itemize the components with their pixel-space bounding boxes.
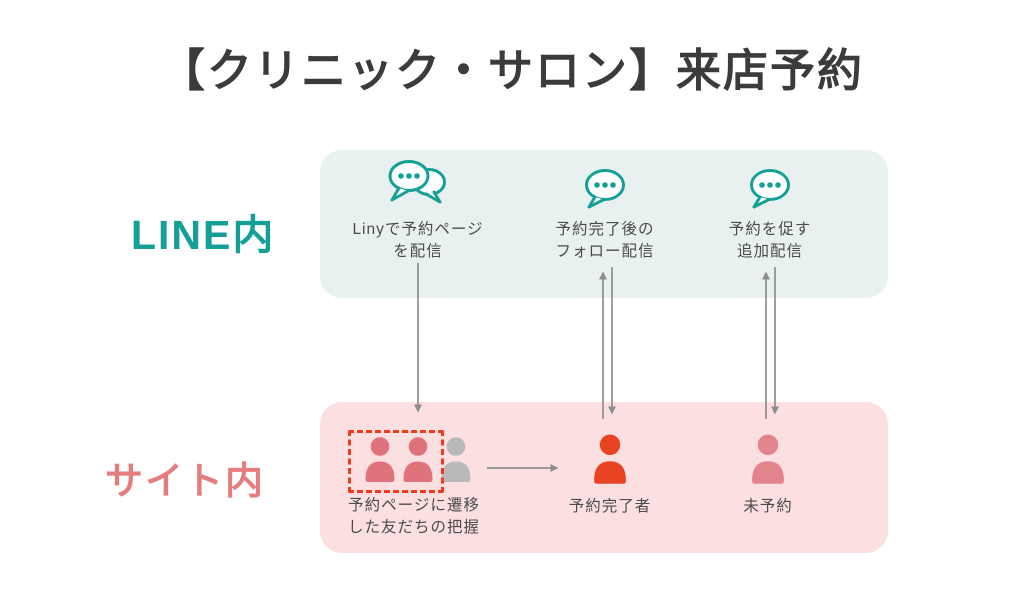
site-lane-label: サイト内 [105, 461, 266, 503]
person-pink-icon [403, 437, 433, 482]
friends-group-icon [348, 425, 480, 495]
step-label-completed: 予約完了者 [568, 498, 652, 515]
highlight-dashed-box [348, 430, 444, 493]
person-icon [594, 434, 626, 484]
chat-bubbles-icon [388, 160, 446, 204]
person-gray-icon [441, 437, 471, 482]
page-title: 【クリニック・サロン】来店予約 [159, 45, 865, 96]
person-pink-icon [365, 437, 395, 482]
step-label-remind-send: 予約を促す 追加配信 [728, 221, 812, 261]
step-label-friends-tracking: 予約ページに遷移 した友だちの把握 [347, 497, 480, 537]
step-label-liny-send: Linyで予約ページ を配信 [352, 221, 484, 261]
chat-bubble-icon [750, 169, 790, 209]
line-lane-label: LINE内 [131, 212, 276, 258]
chat-bubble-icon [585, 169, 625, 209]
step-label-not-booked: 未予約 [743, 498, 793, 515]
step-label-follow-send: 予約完了後の フォロー配信 [555, 221, 655, 261]
person-icon [752, 434, 784, 484]
